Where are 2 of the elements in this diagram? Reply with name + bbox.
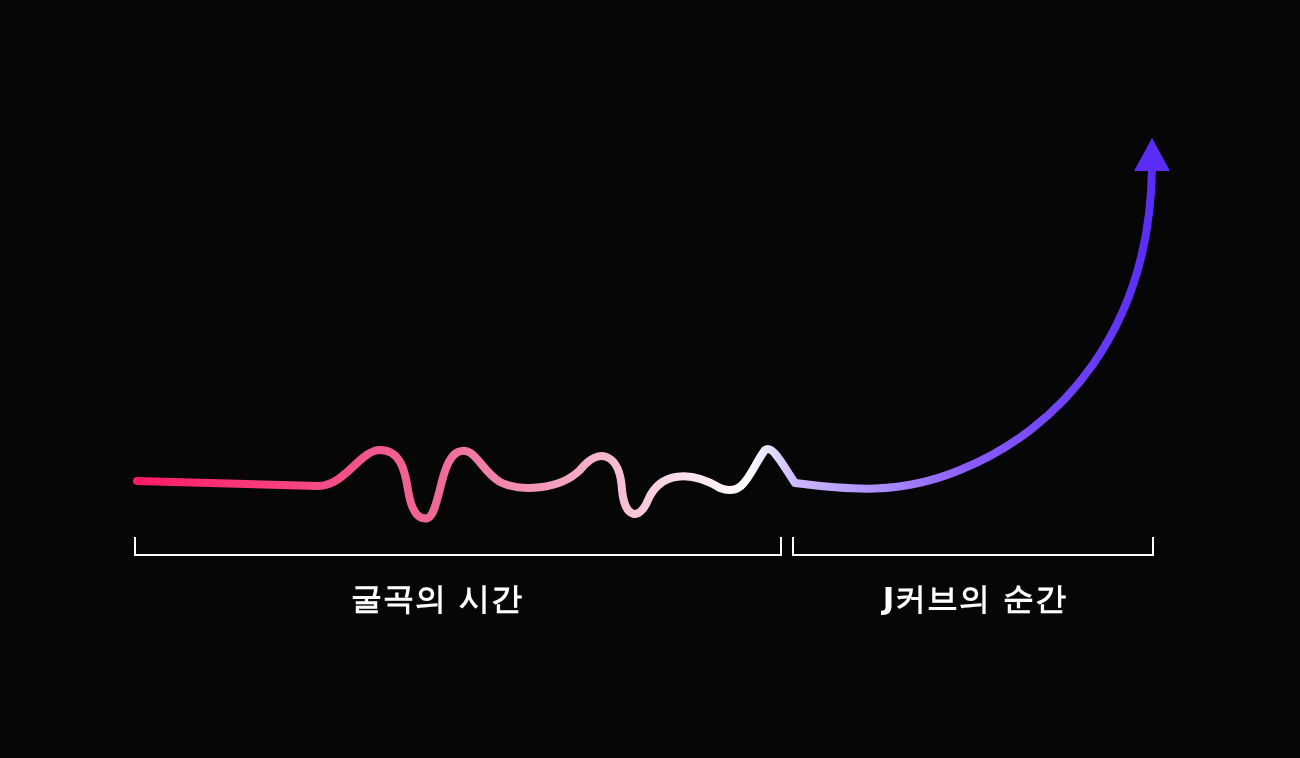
- bracket-label: 굴곡의 시간: [351, 579, 523, 618]
- bracket-label: J커브의 순간: [882, 579, 1068, 618]
